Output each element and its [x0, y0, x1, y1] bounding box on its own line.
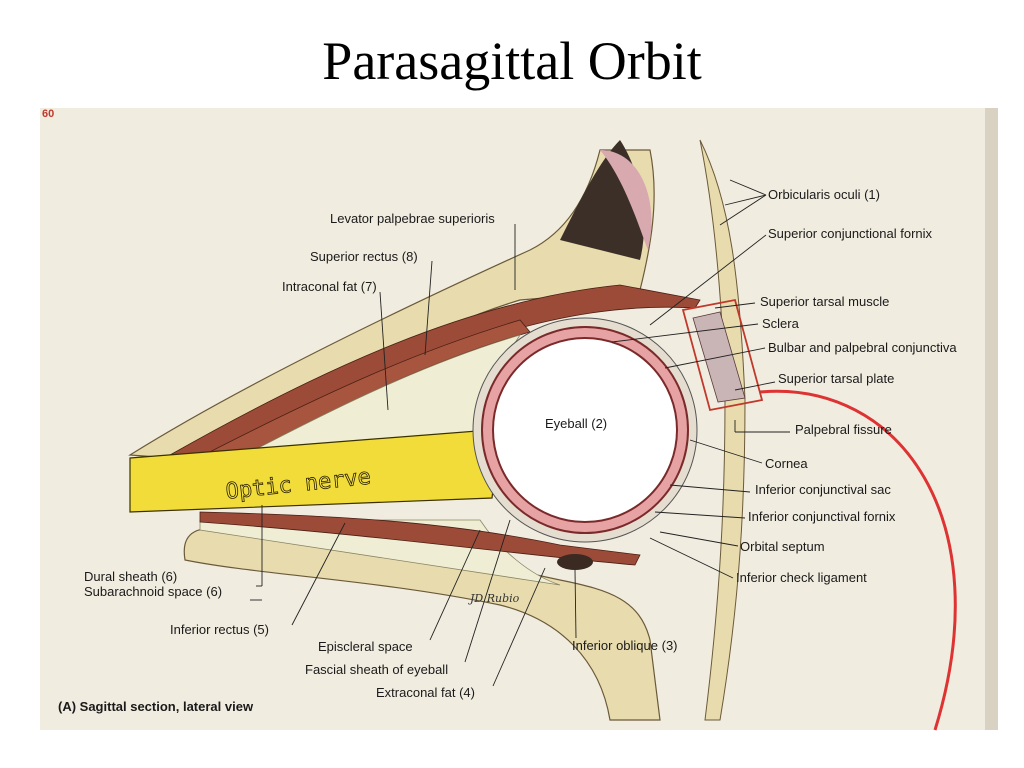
label-fascial-sheath: Fascial sheath of eyeball	[305, 662, 448, 677]
label-levator: Levator palpebrae superioris	[330, 211, 495, 226]
label-bulbar-palpebral: Bulbar and palpebral conjunctiva	[768, 340, 957, 355]
label-episcleral: Episcleral space	[318, 639, 413, 654]
brow-skin-fold	[600, 150, 652, 250]
label-sclera: Sclera	[762, 316, 800, 331]
label-sup-tarsal-muscle: Superior tarsal muscle	[760, 294, 889, 309]
label-extraconal-fat: Extraconal fat (4)	[376, 685, 475, 700]
inferior-oblique-muscle	[557, 554, 593, 570]
label-sup-tarsal-plate: Superior tarsal plate	[778, 371, 894, 386]
label-inf-conj-fornix: Inferior conjunctival fornix	[748, 509, 896, 524]
label-palpebral-fissure: Palpebral fissure	[795, 422, 892, 437]
slide-title: Parasagittal Orbit	[322, 31, 702, 91]
label-orbicularis: Orbicularis oculi (1)	[768, 187, 880, 202]
label-dural-sheath: Dural sheath (6)	[84, 569, 177, 584]
red-eyelid-outline	[759, 389, 957, 731]
artist-signature: JD Rubio	[468, 592, 520, 605]
label-inf-check-lig: Inferior check ligament	[736, 570, 867, 585]
inferior-rectus-muscle	[199, 511, 641, 566]
eyeball-interior	[492, 337, 678, 523]
label-inferior-oblique: Inferior oblique (3)	[572, 638, 678, 653]
label-eyeball: Eyeball (2)	[545, 416, 607, 431]
tarsal-highlight-box	[681, 298, 764, 412]
label-orbital-septum: Orbital septum	[740, 539, 825, 554]
page-number: 60	[42, 108, 54, 120]
label-inferior-rectus: Inferior rectus (5)	[170, 622, 269, 637]
label-inf-conj-sac: Inferior conjunctival sac	[755, 482, 891, 497]
label-subarachnoid: Subarachnoid space (6)	[84, 584, 222, 599]
label-superior-rectus: Superior rectus (8)	[310, 249, 418, 264]
figure-caption: (A) Sagittal section, lateral view	[58, 699, 254, 714]
page-edge-shadow	[985, 108, 998, 730]
leader-lines	[250, 179, 790, 687]
label-sup-conj-fornix: Superior conjunctional fornix	[768, 226, 933, 241]
label-intraconal-fat: Intraconal fat (7)	[282, 279, 377, 294]
label-cornea: Cornea	[765, 456, 808, 471]
